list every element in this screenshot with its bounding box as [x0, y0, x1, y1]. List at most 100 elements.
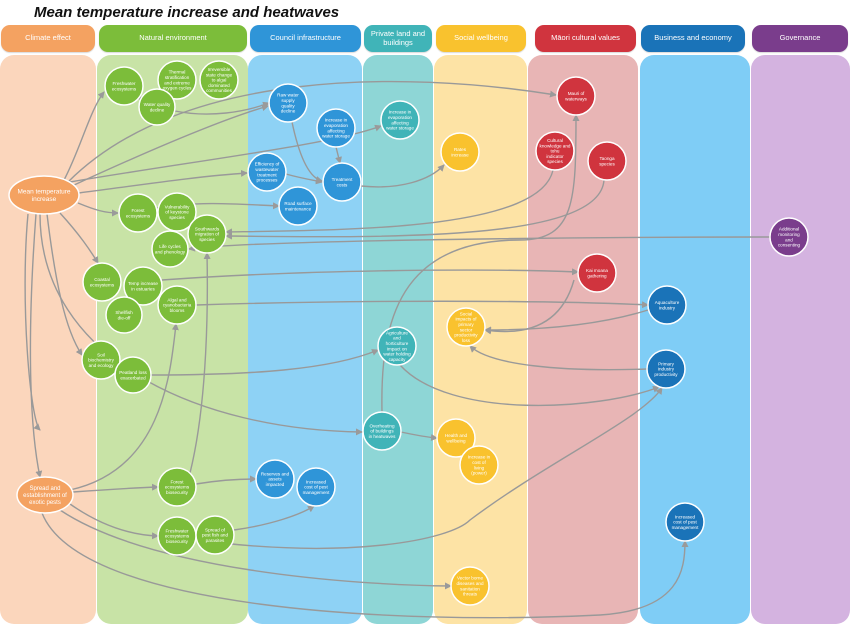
node-shape — [255, 459, 295, 499]
arrow-spread-pests-to-vector-borne — [59, 509, 452, 590]
node-shape — [440, 132, 480, 172]
arrow-spread-pests-to-pest-cost-business — [41, 512, 689, 619]
node-shape — [296, 467, 336, 507]
node-shape — [446, 307, 486, 347]
node-shape — [278, 186, 318, 226]
node-shape — [195, 515, 235, 555]
node-shape — [362, 411, 402, 451]
node-shape — [82, 262, 122, 302]
node-shape — [450, 566, 490, 606]
arrow-mean-temp-to-coastal-eco — [59, 212, 99, 264]
arrow-forest-biosecurity-to-reserves — [195, 475, 257, 485]
arrow-mean-temp-to-raw-water — [71, 104, 269, 187]
arrow-primary-industry-to-social-impacts-primary — [469, 345, 648, 371]
column-header-private-land: Private land and buildings — [364, 25, 432, 52]
node-shape — [459, 445, 499, 485]
arrow-agri-horti-to-primary-industry — [399, 364, 660, 407]
node-shape — [247, 152, 287, 192]
arrow-mean-temp-to-health-wellbeing — [24, 213, 41, 431]
column-bg-climate-effect — [0, 55, 96, 624]
node-shape — [105, 296, 143, 334]
arrow-mean-temp-to-mauri — [67, 80, 557, 183]
column-bg-governance — [751, 55, 850, 624]
arrow-taonga-to-southwards-migration — [225, 179, 605, 240]
node-shape — [436, 418, 476, 458]
arrow-spread-pests-to-freshwater-biosecurity — [69, 503, 159, 540]
arrow-freshwater-biosecurity-to-primary-industry — [195, 387, 663, 549]
node-shape — [199, 60, 239, 100]
column-header-governance: Governance — [752, 25, 848, 52]
diagram-title: Mean temperature increase and heatwaves — [34, 4, 340, 21]
node-shape — [187, 214, 227, 254]
column-header-maori-cultural-values: Māori cultural values — [535, 25, 636, 52]
node-shape — [647, 285, 687, 325]
node-shape — [114, 356, 152, 394]
arrow-additional-monitoring-to-life-cycles — [188, 236, 771, 252]
arrow-spread-pests-to-algal-blooms — [69, 323, 179, 491]
node-shape — [151, 230, 189, 268]
node-shape — [377, 326, 417, 366]
node-shape — [157, 192, 197, 232]
arrow-evap-council-to-treatment-costs — [335, 146, 342, 164]
node-shape — [556, 76, 596, 116]
node-shape — [646, 349, 686, 389]
node-shape — [316, 108, 356, 148]
node-shape — [81, 340, 121, 380]
arrow-kai-moana-to-social-impacts-primary — [484, 279, 575, 335]
